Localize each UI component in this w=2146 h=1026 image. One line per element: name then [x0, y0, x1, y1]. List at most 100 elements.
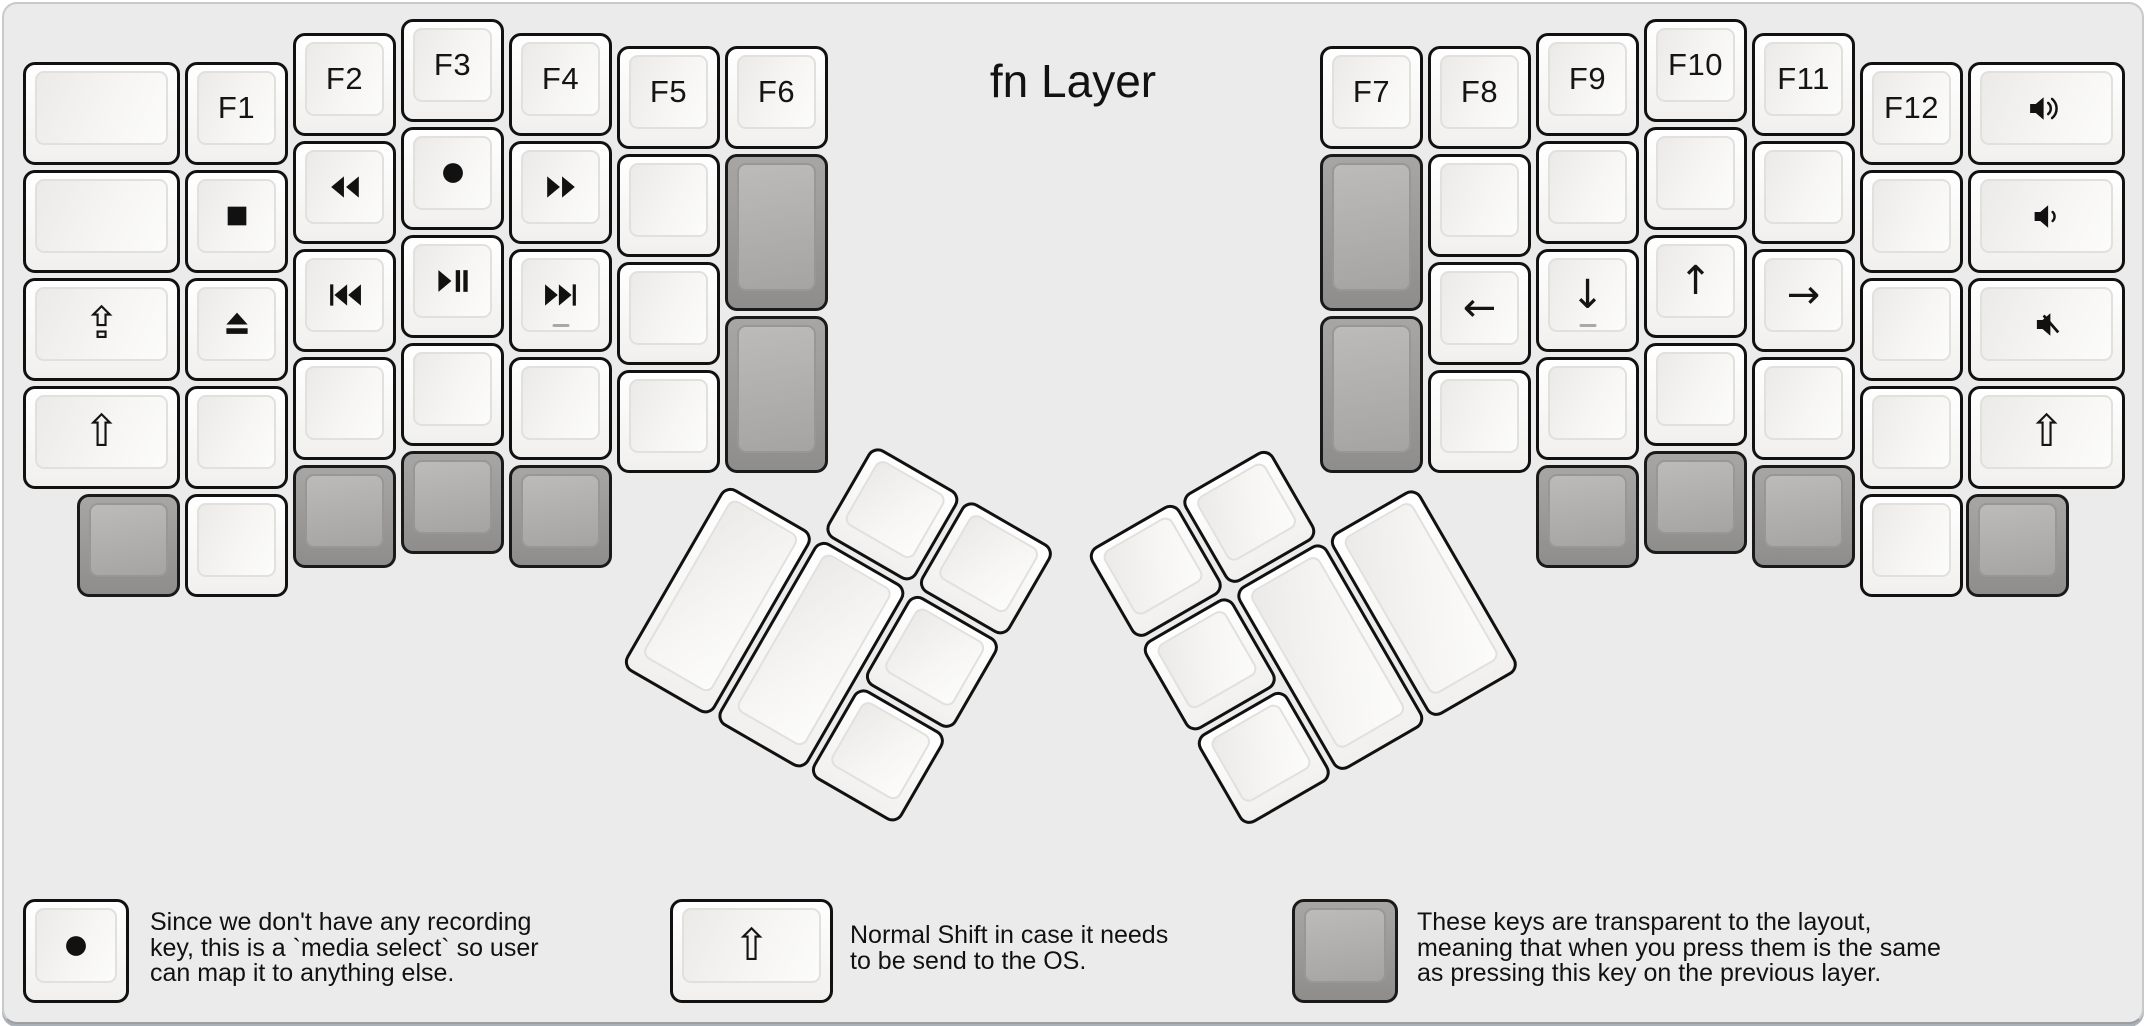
key-blank[interactable] [1536, 141, 1639, 244]
key-prev-track[interactable] [293, 249, 396, 352]
key-arrow-down[interactable]: ↓ [1536, 249, 1639, 352]
key-f1[interactable]: F1 [185, 62, 288, 165]
keytop: ⇧ [682, 908, 821, 983]
key-shift[interactable]: ⇧ [1968, 386, 2125, 489]
key-f8[interactable]: F8 [1428, 46, 1531, 149]
keytop [1332, 325, 1411, 453]
stop-icon [223, 202, 251, 230]
key-f10[interactable]: F10 [1644, 19, 1747, 122]
key-blank[interactable] [1752, 357, 1855, 460]
key-f6[interactable]: F6 [725, 46, 828, 149]
next-track-icon [544, 282, 578, 308]
key-blank[interactable] [1428, 154, 1531, 257]
key-transparent[interactable] [509, 465, 612, 568]
legend-text: These keys are transparent to the layout… [1417, 909, 1941, 987]
key-transparent[interactable] [401, 451, 504, 554]
keytop: F12 [1872, 71, 1951, 145]
key-label: F8 [1460, 74, 1499, 109]
key-f2[interactable]: F2 [293, 33, 396, 136]
key-f12[interactable]: F12 [1860, 62, 1963, 165]
key-blank[interactable] [617, 370, 720, 473]
key-rewind[interactable] [293, 141, 396, 244]
key-transparent[interactable] [293, 465, 396, 568]
keytop: → [1764, 258, 1843, 332]
keytop: ↓ [1548, 258, 1627, 332]
key-fast-forward[interactable] [509, 141, 612, 244]
key-transparent[interactable] [77, 494, 180, 597]
key-blank[interactable] [185, 386, 288, 489]
key-label: F12 [1884, 90, 1939, 125]
keytop [1872, 503, 1951, 577]
key-f9[interactable]: F9 [1536, 33, 1639, 136]
key-transparent[interactable] [1320, 316, 1423, 473]
keytop: ⇪ [35, 287, 168, 361]
keytop [305, 474, 384, 548]
rewind-icon [328, 174, 362, 200]
keytop [1980, 71, 2113, 145]
volume-up-icon [2027, 95, 2067, 122]
keytop [881, 605, 988, 709]
key-next-track[interactable] [509, 249, 612, 352]
key-label: F4 [541, 61, 580, 96]
keytop [413, 352, 492, 426]
key-arrow-up-icon: ↑ [1678, 258, 1713, 304]
key-blank[interactable] [1536, 357, 1639, 460]
key-transparent[interactable] [725, 154, 828, 311]
key-blank[interactable] [617, 262, 720, 365]
keytop [197, 287, 276, 361]
key-arrow-right-icon: → [1786, 272, 1821, 318]
keytop [737, 325, 816, 453]
key-blank[interactable] [1644, 127, 1747, 230]
key-f11[interactable]: F11 [1752, 33, 1855, 136]
key-f3[interactable]: F3 [401, 19, 504, 122]
key-blank[interactable] [23, 170, 180, 273]
key-transparent[interactable] [1320, 154, 1423, 311]
key-eject[interactable] [185, 278, 288, 381]
key-arrow-right[interactable]: → [1752, 249, 1855, 352]
legend-key-record [23, 899, 129, 1003]
keytop [1656, 136, 1735, 210]
key-blank[interactable] [1860, 386, 1963, 489]
key-transparent[interactable] [725, 316, 828, 473]
key-f5[interactable]: F5 [617, 46, 720, 149]
key-shift[interactable]: ⇧ [23, 386, 180, 489]
keytop [1548, 150, 1627, 224]
key-blank[interactable] [23, 62, 180, 165]
play-pause-icon [436, 268, 469, 294]
legend-text-line: Since we don't have any recording [150, 908, 532, 936]
key-transparent[interactable] [1644, 451, 1747, 554]
key-volume-down[interactable] [1968, 170, 2125, 273]
keytop [305, 366, 384, 440]
key-arrow-up[interactable]: ↑ [1644, 235, 1747, 338]
legend-text-line: Normal Shift in case it needs [850, 921, 1169, 949]
volume-down-icon [2027, 203, 2067, 230]
key-volume-up[interactable] [1968, 62, 2125, 165]
key-blank[interactable] [1644, 343, 1747, 446]
key-blank[interactable] [185, 494, 288, 597]
key-mute[interactable] [1968, 278, 2125, 381]
key-blank[interactable] [1428, 370, 1531, 473]
key-arrow-left[interactable]: ← [1428, 262, 1531, 365]
keytop [197, 395, 276, 469]
key-caps-lock[interactable]: ⇪ [23, 278, 180, 381]
key-record[interactable] [401, 127, 504, 230]
key-stop[interactable] [185, 170, 288, 273]
key-transparent[interactable] [1536, 465, 1639, 568]
keytop: F9 [1548, 42, 1627, 116]
keytop: F6 [737, 55, 816, 129]
key-blank[interactable] [1860, 170, 1963, 273]
key-blank[interactable] [1860, 278, 1963, 381]
keytop [413, 460, 492, 534]
key-f7[interactable]: F7 [1320, 46, 1423, 149]
key-f4[interactable]: F4 [509, 33, 612, 136]
key-transparent[interactable] [1966, 494, 2069, 597]
key-blank[interactable] [293, 357, 396, 460]
key-blank[interactable] [509, 357, 612, 460]
key-transparent[interactable] [1752, 465, 1855, 568]
key-blank[interactable] [1860, 494, 1963, 597]
key-play-pause[interactable] [401, 235, 504, 338]
key-blank[interactable] [1752, 141, 1855, 244]
key-blank[interactable] [401, 343, 504, 446]
key-blank[interactable] [617, 154, 720, 257]
